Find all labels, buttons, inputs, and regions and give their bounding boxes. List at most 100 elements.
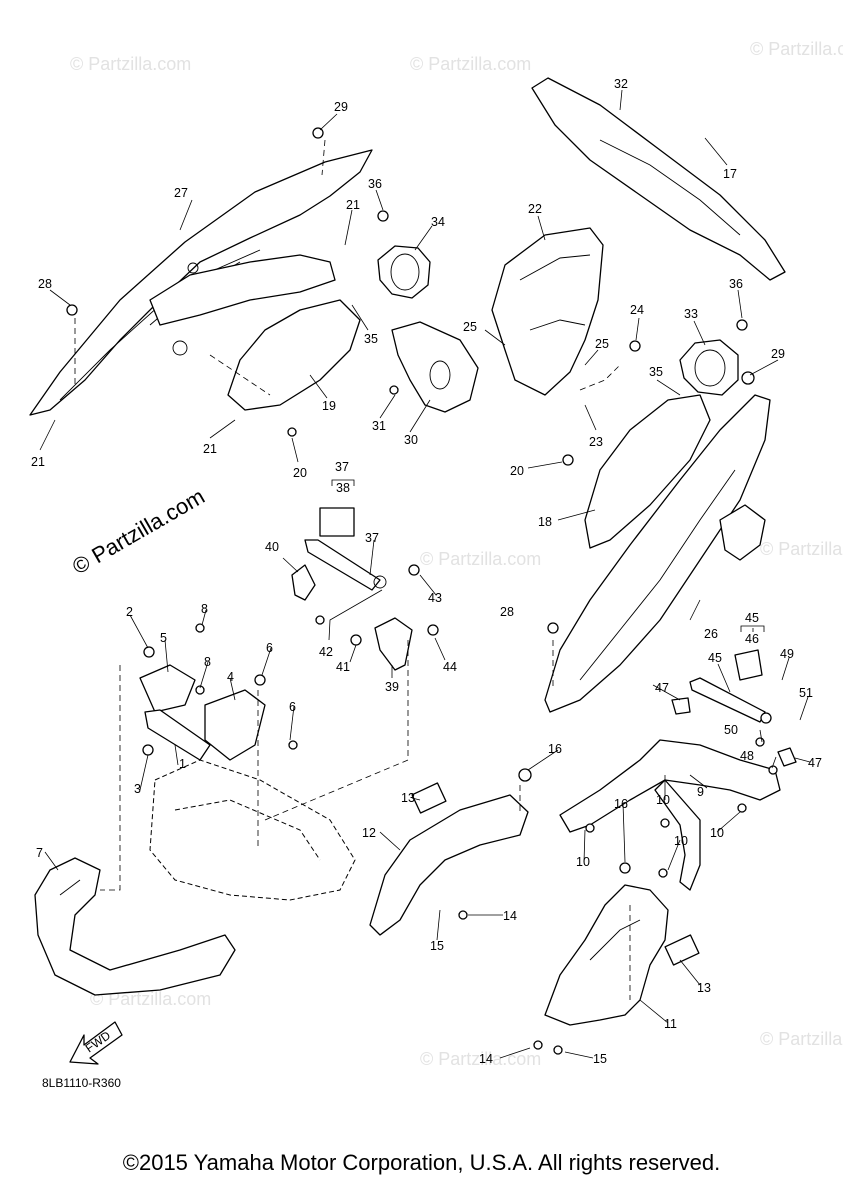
callout-35: 35 xyxy=(364,332,378,346)
callout-29: 29 xyxy=(334,100,348,114)
callout-47: 47 xyxy=(655,681,669,695)
part-34-housing xyxy=(377,245,431,299)
callout-3: 3 xyxy=(134,782,141,796)
callout-16: 16 xyxy=(548,742,562,756)
callout-4: 4 xyxy=(227,670,234,684)
copyright-notice: ©2015 Yamaha Motor Corporation, U.S.A. A… xyxy=(122,1150,721,1175)
callout-10b: 10 xyxy=(710,826,724,840)
part-13-pad xyxy=(411,782,447,814)
callout-29b: 29 xyxy=(771,347,785,361)
watermark-text: © Partzilla.com xyxy=(750,39,843,59)
bracket-45-46 xyxy=(740,625,765,632)
callout-51: 51 xyxy=(799,686,813,700)
part-12-fender-piece xyxy=(369,794,529,936)
callout-10d: 10 xyxy=(674,834,688,848)
part-37-rod-assembly xyxy=(291,507,420,601)
part-22-center-cover xyxy=(491,227,604,396)
part-11-front-fender xyxy=(544,884,669,1026)
watermark-text: © Partzilla.com xyxy=(410,54,531,74)
callout-20: 20 xyxy=(293,466,307,480)
callout-46: 46 xyxy=(745,632,759,646)
callout-13: 13 xyxy=(401,791,415,805)
callout-2: 2 xyxy=(126,605,133,619)
callout-8b: 8 xyxy=(204,655,211,669)
callout-37-top: 37 xyxy=(335,460,349,474)
callout-1: 1 xyxy=(179,757,186,771)
watermark-main: © Partzilla.com xyxy=(68,484,209,580)
callout-14: 14 xyxy=(503,909,517,923)
callout-21: 21 xyxy=(346,198,360,212)
callout-25b: 25 xyxy=(595,337,609,351)
callout-28: 28 xyxy=(38,277,52,291)
callout-28b: 28 xyxy=(500,605,514,619)
callout-27: 27 xyxy=(174,186,188,200)
callout-12: 12 xyxy=(362,826,376,840)
callout-numbers: 1 2 3 4 5 6 6 7 8 8 9 10 10 10 10 11 12 … xyxy=(31,77,822,1066)
callout-36: 36 xyxy=(368,177,382,191)
callout-10: 10 xyxy=(656,793,670,807)
callout-6b: 6 xyxy=(289,700,296,714)
callout-9: 9 xyxy=(697,785,704,799)
callout-6: 6 xyxy=(266,641,273,655)
callout-36b: 36 xyxy=(729,277,743,291)
part-9-grab-rail xyxy=(559,739,781,891)
callout-43: 43 xyxy=(428,591,442,605)
callout-17: 17 xyxy=(723,167,737,181)
callout-21c: 21 xyxy=(31,455,45,469)
diagram-code: 8LB1110-R360 xyxy=(42,1076,121,1090)
callout-34: 34 xyxy=(431,215,445,229)
callout-45-top: 45 xyxy=(745,611,759,625)
callout-13b: 13 xyxy=(697,981,711,995)
callout-49: 49 xyxy=(780,647,794,661)
callout-42: 42 xyxy=(319,645,333,659)
callout-40: 40 xyxy=(265,540,279,554)
callout-19: 19 xyxy=(322,399,336,413)
callout-21b: 21 xyxy=(203,442,217,456)
part-26-side-cover-right xyxy=(544,394,771,713)
callout-15b: 15 xyxy=(593,1052,607,1066)
callout-37: 37 xyxy=(365,531,379,545)
callout-14b: 14 xyxy=(479,1052,493,1066)
callout-8: 8 xyxy=(201,602,208,616)
callout-18: 18 xyxy=(538,515,552,529)
watermark-text: © Partzilla.com xyxy=(760,539,843,559)
callout-15: 15 xyxy=(430,939,444,953)
part-30-bracket-cover xyxy=(391,321,479,413)
part-13-pad xyxy=(664,934,700,966)
callout-24: 24 xyxy=(630,303,644,317)
watermark-text: © Partzilla.com xyxy=(760,1029,843,1049)
leader-lines xyxy=(39,89,811,1059)
callout-7: 7 xyxy=(36,846,43,860)
callout-50: 50 xyxy=(724,723,738,737)
callout-44: 44 xyxy=(443,660,457,674)
callout-45: 45 xyxy=(708,651,722,665)
callout-48: 48 xyxy=(740,749,754,763)
part-19-inner-panel xyxy=(149,254,361,411)
callout-39: 39 xyxy=(385,680,399,694)
watermark-text: © Partzilla.com xyxy=(420,549,541,569)
part-frame-subassembly xyxy=(139,664,356,901)
callout-47b: 47 xyxy=(808,756,822,770)
callout-16b: 16 xyxy=(614,797,628,811)
callout-26: 26 xyxy=(704,627,718,641)
callout-33: 33 xyxy=(684,307,698,321)
callout-32: 32 xyxy=(614,77,628,91)
callout-30: 30 xyxy=(404,433,418,447)
callout-5: 5 xyxy=(160,631,167,645)
part-33-housing xyxy=(679,339,739,396)
watermark-text: © Partzilla.com xyxy=(70,54,191,74)
callout-31: 31 xyxy=(372,419,386,433)
part-32-top-cover xyxy=(531,77,786,281)
callout-41: 41 xyxy=(336,660,350,674)
callout-10c: 10 xyxy=(576,855,590,869)
fasteners xyxy=(66,127,755,1055)
callout-38: 38 xyxy=(336,481,350,495)
watermark-text: © Partzilla.com xyxy=(90,989,211,1009)
bracket-37-38 xyxy=(331,479,355,486)
part-39-bracket xyxy=(350,617,439,671)
part-7-front-lower-cover xyxy=(34,857,236,996)
callout-25: 25 xyxy=(463,320,477,334)
callout-11: 11 xyxy=(664,1017,677,1031)
guide-lines xyxy=(74,139,631,1000)
